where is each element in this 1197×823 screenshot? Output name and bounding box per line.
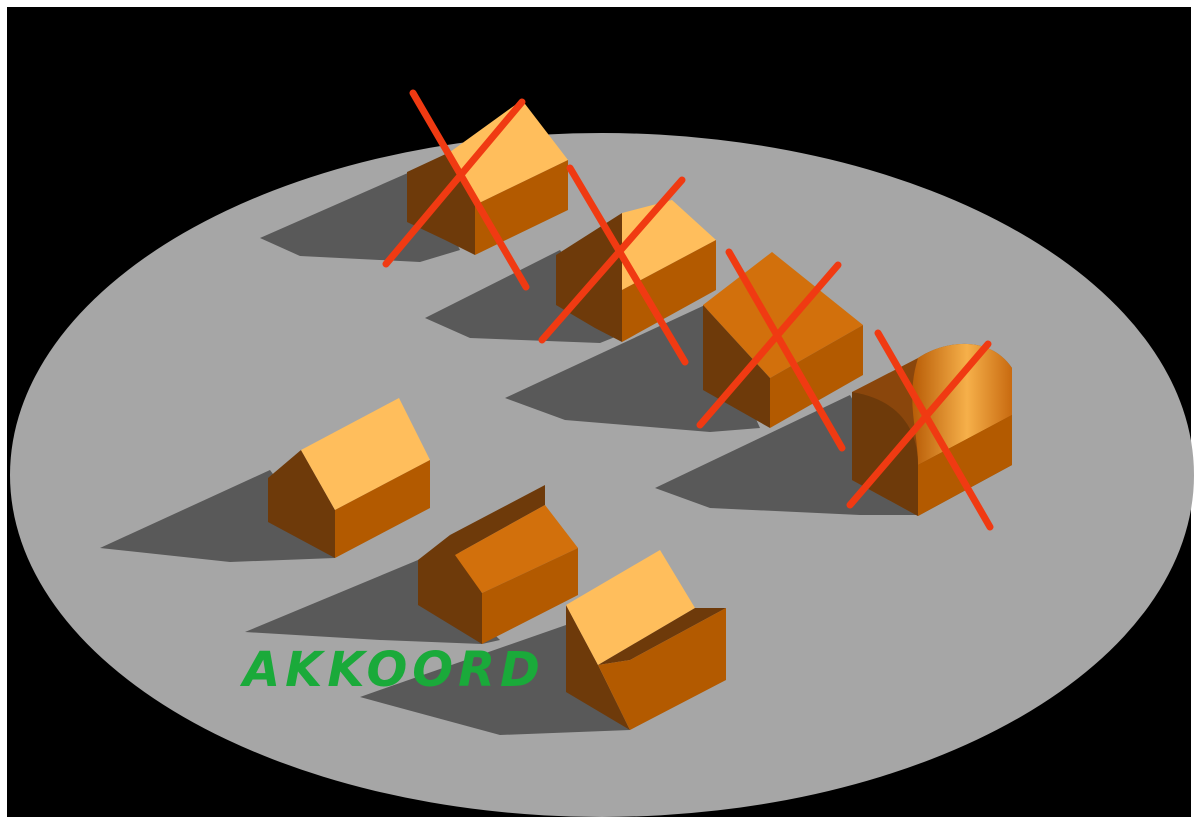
cross-icon	[696, 248, 846, 452]
shadow-house-3	[505, 305, 760, 432]
cross-icon	[538, 164, 689, 366]
cross-icon	[382, 89, 530, 291]
house-gable-5	[268, 398, 430, 558]
house-step-6	[418, 485, 578, 644]
akkoord-label: AKKOORD	[239, 642, 545, 698]
cross-icon	[846, 329, 994, 531]
house-mono-7	[566, 550, 726, 730]
ground-disc	[10, 133, 1194, 817]
rejection-crosses	[382, 89, 994, 531]
shadow-house-7	[360, 625, 630, 735]
